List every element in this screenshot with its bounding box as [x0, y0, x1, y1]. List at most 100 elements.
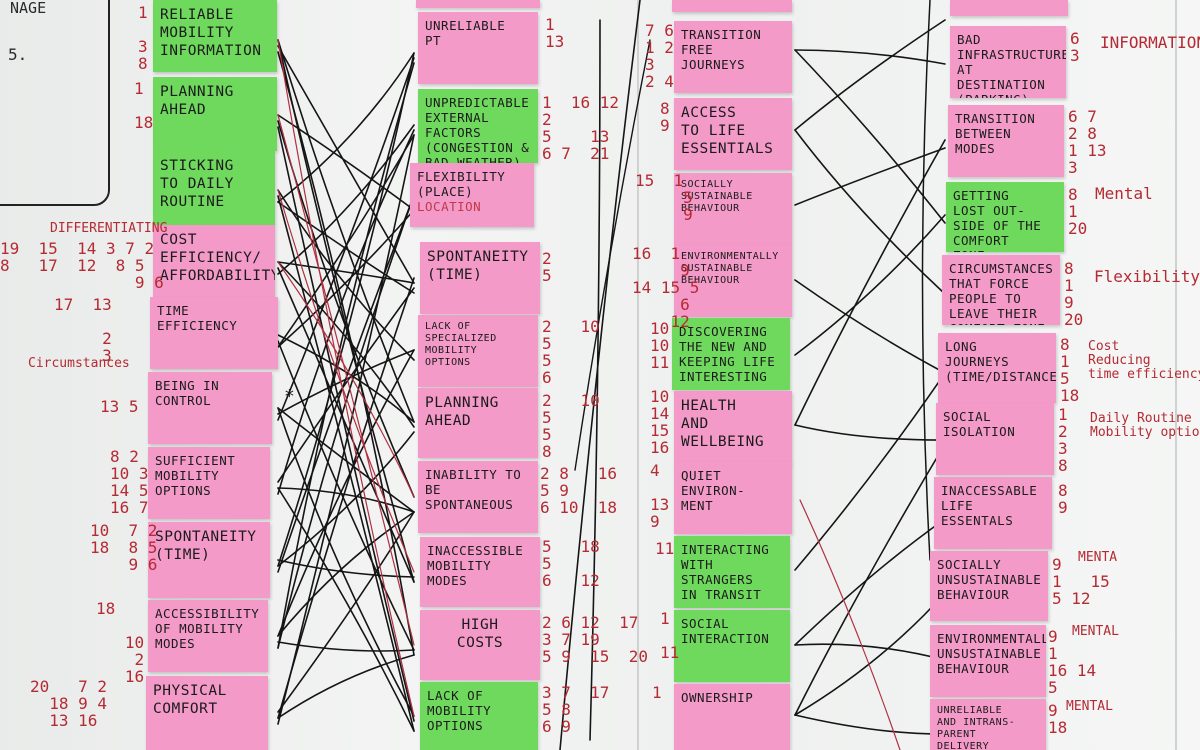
note-col3-3: SOCIALLY SUSTAINABLE BEHAVIOUR [674, 173, 792, 245]
note-col2-5: LACK OF SPECIALIZED MOBILITY OPTIONS [418, 315, 538, 387]
connection-line [794, 714, 946, 735]
votes-c3-1: 7 6 1 2 3 2 4 [645, 21, 674, 91]
connection-line [277, 57, 415, 421]
note-col3-9: SOCIAL INTERACTION [674, 610, 790, 682]
connection-line [277, 340, 415, 651]
votes-c4-6: 1 2 3 8 [1058, 405, 1068, 475]
note-col3-4: ENVIRONMENTALLY SUSTAINABLE BEHAVIOUR [674, 245, 792, 317]
note-col1-3: STICKING TO DAILY ROUTINE [153, 151, 275, 225]
votes-c4-3: 8 1 20 [1068, 185, 1088, 238]
votes-c3-9: 1 11 [660, 609, 680, 662]
note-col2-2: UNPREDICTABLE EXTERNAL FACTORS (CONGESTI… [418, 89, 538, 163]
note-col1-7: SUFFICIENT MOBILITY OPTIONS [148, 447, 270, 519]
annotation-star: * [284, 386, 295, 407]
connection-line [277, 559, 415, 578]
annotation-diff: DIFFERENTIATING [50, 221, 168, 236]
connection-line [277, 654, 415, 719]
votes-c3-6: 10 14 15 16 [650, 387, 670, 457]
corner-text: NAGE [10, 0, 47, 17]
note-col4-2: TRANSITION BETWEEN MODES [948, 105, 1064, 177]
note-col1-8: SPONTANEITY (TIME) [148, 522, 270, 598]
connection-line [794, 372, 946, 571]
note-col1-5: TIME EFFICIENCY [150, 297, 278, 369]
annotation-flex: Flexibility [1094, 267, 1200, 286]
connection-line [794, 49, 946, 65]
votes-c1-1: 1 3 8 [138, 3, 148, 73]
connection-line [794, 129, 946, 295]
note-col1-6: BEING IN CONTROL [148, 372, 272, 444]
connection-line [277, 39, 415, 717]
note-col4-8: SOCIALLY UNSUSTAINABLE BEHAVIOUR [930, 551, 1048, 621]
votes-c4-2: 6 7 2 8 1 13 3 [1068, 107, 1107, 177]
connection-line [794, 443, 946, 716]
connection-line [277, 261, 415, 428]
votes-c3-3: 15 1 5 9 [635, 171, 693, 224]
votes-c3-7: 4 13 9 [650, 461, 670, 531]
connection-line [277, 511, 415, 637]
note-col1-4: COST EFFICIENCY/ AFFORDABILITY [153, 225, 275, 297]
connection-line [277, 134, 415, 725]
connection-line [277, 277, 415, 719]
connection-line [277, 134, 415, 348]
note-col4-6: SOCIAL ISOLATION [936, 403, 1054, 475]
note-col4-4: CIRCUMSTANCES THAT FORCE PEOPLE TO LEAVE… [942, 255, 1060, 325]
note-col3-10: OWNERSHIP [674, 684, 790, 750]
connection-line [574, 39, 651, 471]
votes-c3-10: 1 [652, 683, 662, 702]
connection-line [277, 39, 415, 583]
note-col3-2: ACCESS TO LIFE ESSENTIALS [674, 98, 792, 170]
votes-c1-5: 8 2 10 3 14 5 16 7 [110, 447, 149, 517]
note-col3-top-edge [672, 0, 792, 12]
votes-c1-row: 19 15 14 3 7 2 8 17 12 8 5 9 6 [0, 239, 164, 292]
votes-c2-6: 2 8 16 5 9 6 10 18 [540, 464, 618, 517]
connection-line [277, 407, 415, 717]
votes-c3-2: 8 9 [660, 99, 670, 135]
note-col1-9: ACCESSIBILITY OF MOBILITY MODES [148, 600, 268, 672]
connection-line [277, 511, 415, 713]
connection-line [794, 49, 946, 224]
corner-text-2: 5. [8, 45, 28, 64]
board-seam [637, 0, 639, 750]
connection-line [277, 349, 415, 637]
connection-line [794, 214, 946, 356]
note-col2-10: LACK OF MOBILITY OPTIONS [420, 682, 538, 750]
note-col1-1: RELIABLE MOBILITY INFORMATION [153, 0, 277, 72]
annotation-menta: MENTA [1078, 550, 1118, 565]
votes-c3-4: 16 1 9 14 15 5 6 12 [632, 244, 700, 331]
connection-line [277, 487, 415, 513]
note-col2-1: UNRELIABLE PT [418, 12, 538, 84]
connection-line [277, 124, 415, 275]
connection-line [794, 518, 946, 646]
votes-c1-7: 18 10 2 16 [96, 599, 145, 686]
note-col4-7: INACCESSABLE LIFE ESSENTALS [934, 477, 1052, 549]
note-col2-3-text: FLEXIBILITY (PLACE) [417, 169, 506, 199]
connection-line [277, 195, 415, 732]
connection-line [277, 114, 415, 646]
connection-line [794, 643, 946, 661]
votes-c1-4: 13 5 [100, 397, 139, 416]
connection-line [794, 19, 946, 131]
votes-c1-3: 17 13 2 3 [54, 295, 112, 365]
votes-c4-5: 8 1 5 18 [1060, 335, 1080, 405]
connection-line [794, 279, 946, 374]
note-col3-5: DISCOVERING THE NEW AND KEEPING LIFE INT… [672, 318, 790, 390]
connection-line [559, 0, 641, 750]
annotation-cost: Cost Reducing time efficiency [1088, 339, 1200, 382]
corner-frame [0, 0, 110, 206]
votes-c2-1: 1 13 [545, 15, 565, 51]
votes-c4-10: 9 18 [1048, 701, 1068, 737]
note-col2-4: SPONTANEITY (TIME) [420, 242, 540, 314]
annotation-circ: Circumstances [28, 356, 130, 371]
connection-line [277, 129, 415, 495]
votes-c3-5: 10 10 11 [650, 319, 670, 372]
connection-line [277, 39, 415, 423]
connection-line [799, 499, 901, 750]
votes-c2-2: 1 16 12 2 5 13 6 7 21 [542, 93, 620, 163]
votes-c4-7: 8 9 [1058, 481, 1068, 517]
note-col2-3-sub: LOCATION [417, 199, 482, 214]
note-col2-3: FLEXIBILITY (PLACE)LOCATION [410, 163, 534, 227]
note-col3-7: QUIET ENVIRON- MENT [674, 462, 792, 534]
connection-line [277, 52, 415, 567]
